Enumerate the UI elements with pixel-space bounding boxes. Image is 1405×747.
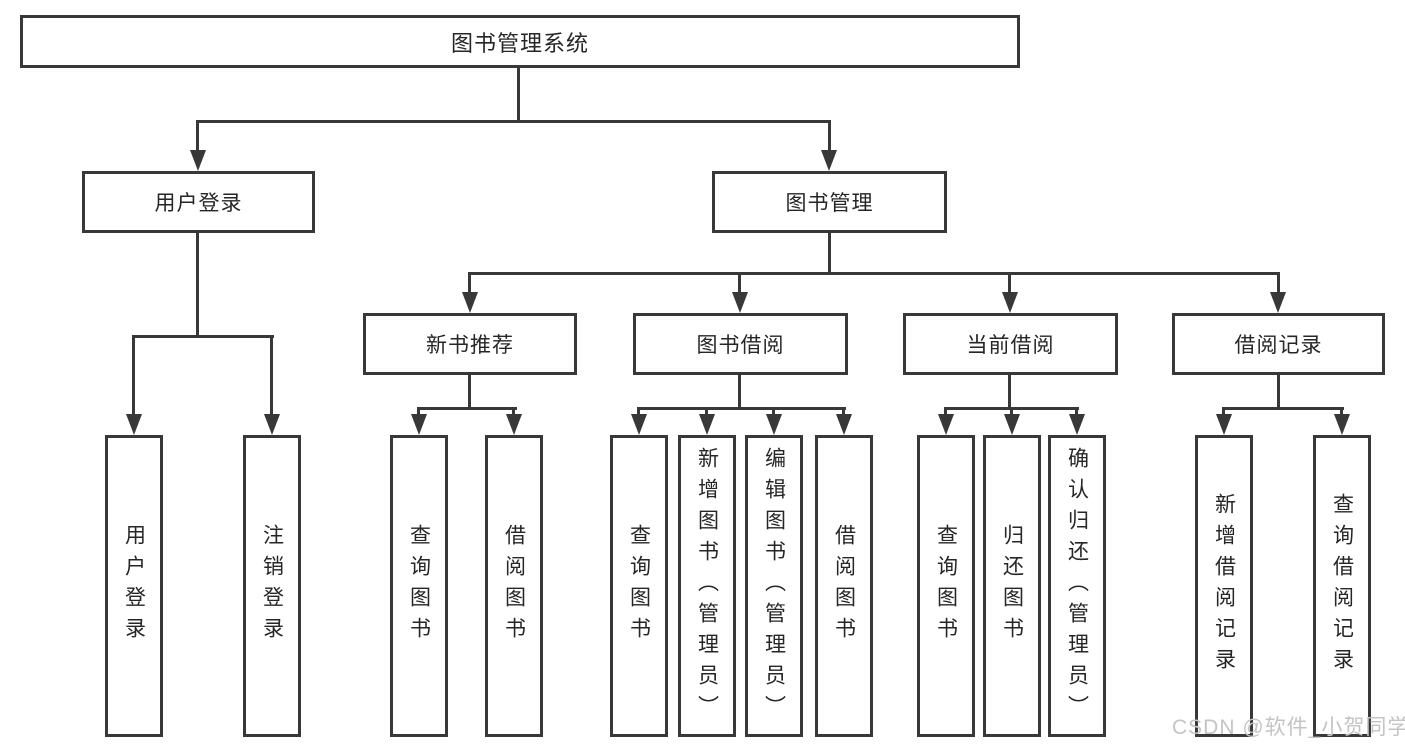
connector-drop-line — [1010, 407, 1013, 419]
connector-stem — [1277, 375, 1280, 409]
connector-hbar — [637, 407, 846, 410]
leaf-query-books-1: 查询图书 — [390, 435, 448, 737]
arrow-down-icon — [732, 292, 748, 313]
connector-drop-line — [270, 335, 273, 417]
arrow-down-icon — [506, 414, 522, 435]
arrow-down-icon — [126, 414, 142, 435]
connector-root-stem — [517, 68, 520, 120]
connector-drop-line — [1340, 407, 1343, 419]
connector-drop-line — [1222, 407, 1225, 419]
connector-drop-line — [944, 407, 947, 419]
arrow-down-icon — [1270, 292, 1286, 313]
connector-root-hbar — [197, 120, 831, 123]
leaf-edit-book-admin: 编辑图书（管理员） — [745, 435, 803, 737]
arrow-down-icon — [1334, 414, 1350, 435]
node-new-book-recommend: 新书推荐 — [363, 313, 577, 375]
connector-drop-line — [512, 407, 515, 419]
connector-drop-line — [468, 272, 471, 294]
node-borrow-records: 借阅记录 — [1172, 313, 1385, 375]
leaf-confirm-return-admin: 确认归还（管理员） — [1048, 435, 1106, 737]
arrow-down-icon — [462, 292, 478, 313]
node-book-borrow: 图书借阅 — [633, 313, 848, 375]
arrow-down-icon — [1216, 414, 1232, 435]
arrow-down-icon — [1069, 414, 1085, 435]
connector-stem — [1008, 375, 1011, 409]
leaf-query-borrow-record: 查询借阅记录 — [1313, 435, 1371, 737]
arrow-down-icon — [766, 414, 782, 435]
node-current-borrow: 当前借阅 — [903, 313, 1118, 375]
leaf-add-book-admin: 新增图书（管理员） — [678, 435, 736, 737]
connector-hbar — [417, 407, 517, 410]
connector-drop-line — [828, 120, 831, 154]
connector-drop-line — [772, 407, 775, 419]
connector-drop-line — [1008, 272, 1011, 294]
node-book-management: 图书管理 — [712, 171, 947, 233]
connector-drop-line — [132, 335, 135, 417]
connector-drop-line — [196, 120, 199, 154]
node-user-login: 用户登录 — [82, 171, 315, 233]
arrow-down-icon — [836, 414, 852, 435]
arrow-down-icon — [190, 150, 206, 171]
connector-drop-line — [637, 407, 640, 419]
connector-stem — [468, 375, 471, 409]
arrow-down-icon — [938, 414, 954, 435]
connector-drop-line — [738, 272, 741, 294]
leaf-add-borrow-record: 新增借阅记录 — [1195, 435, 1253, 737]
connector-drop-line — [1277, 272, 1280, 294]
arrow-down-icon — [1002, 292, 1018, 313]
csdn-watermark: CSDN @软件_小贺同学 — [1172, 716, 1405, 739]
connector-hbar — [132, 335, 274, 338]
connector-stem — [828, 233, 831, 274]
connector-drop-line — [842, 407, 845, 419]
leaf-return-book: 归还图书 — [983, 435, 1041, 737]
arrow-down-icon — [264, 414, 280, 435]
connector-hbar — [1222, 407, 1344, 410]
connector-hbar — [468, 272, 1280, 275]
arrow-down-icon — [699, 414, 715, 435]
connector-stem — [196, 233, 199, 337]
leaf-query-books-2: 查询图书 — [610, 435, 668, 737]
leaf-query-books-3: 查询图书 — [917, 435, 975, 737]
leaf-borrow-books-2: 借阅图书 — [815, 435, 873, 737]
connector-drop-line — [1075, 407, 1078, 419]
connector-stem — [738, 375, 741, 409]
arrow-down-icon — [821, 150, 837, 171]
leaf-borrow-books-1: 借阅图书 — [485, 435, 543, 737]
node-root: 图书管理系统 — [20, 15, 1020, 68]
arrow-down-icon — [631, 414, 647, 435]
leaf-logout: 注销登录 — [243, 435, 301, 737]
connector-drop-line — [417, 407, 420, 419]
connector-drop-line — [705, 407, 708, 419]
arrow-down-icon — [1004, 414, 1020, 435]
leaf-user-login: 用户登录 — [105, 435, 163, 737]
arrow-down-icon — [411, 414, 427, 435]
